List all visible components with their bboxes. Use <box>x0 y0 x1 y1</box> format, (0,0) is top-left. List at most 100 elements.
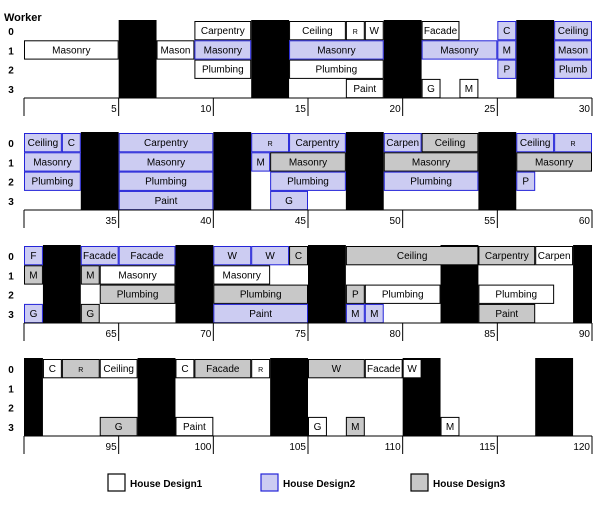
worker-label: 2 <box>8 66 14 77</box>
task-bar <box>289 133 346 153</box>
task-label: Mason <box>558 45 588 56</box>
task-label: Carpen <box>386 138 419 149</box>
task-bar <box>497 40 517 60</box>
chart-title: Worker <box>4 12 42 24</box>
task-label: C <box>181 364 188 375</box>
legend: House Design1 House Design2 House Design3 <box>107 473 506 492</box>
weekend-bar <box>80 132 119 210</box>
task-bar <box>80 246 119 266</box>
task-bar <box>61 133 81 153</box>
task-label: Plumbing <box>287 177 329 188</box>
task-label: C <box>68 138 75 149</box>
legend-item: House Design1 <box>107 473 203 492</box>
task-label: R <box>268 141 273 148</box>
task-bar <box>421 21 460 41</box>
axis-tick-label: 20 <box>390 104 402 115</box>
task-label: C <box>49 364 56 375</box>
task-bar <box>478 246 536 266</box>
legend-label: House Design2 <box>283 479 356 490</box>
worker-label: 3 <box>8 85 14 96</box>
task-label: Masonry <box>204 45 242 56</box>
task-label: Masonry <box>33 157 71 168</box>
task-bar <box>289 246 309 266</box>
task-label: P <box>503 65 510 76</box>
task-bar <box>24 265 43 285</box>
axis-tick-label: 55 <box>484 216 496 227</box>
task-label: Masonry <box>440 45 478 56</box>
task-label: M <box>351 422 359 433</box>
task-label: Masonry <box>147 157 185 168</box>
task-label: Carpentry <box>201 26 245 37</box>
task-bar <box>402 359 422 379</box>
axis-tick-label: 75 <box>295 329 307 340</box>
axis-tick-label: 95 <box>106 442 118 453</box>
axis-tick-label: 45 <box>295 216 307 227</box>
task-label: Paint <box>155 196 178 207</box>
task-bar <box>99 284 176 304</box>
task-bar <box>194 59 252 79</box>
task-label: Plumb <box>559 65 588 76</box>
task-label: M <box>370 309 378 320</box>
task-label: M <box>29 270 37 281</box>
axis-tick-label: 15 <box>295 104 307 115</box>
task-bar <box>213 265 271 285</box>
weekend-bar <box>270 358 308 436</box>
worker-label: 1 <box>8 384 14 395</box>
task-label: Masonry <box>535 157 573 168</box>
task-bar <box>99 265 176 285</box>
axis-tick-label: 10 <box>200 104 212 115</box>
task-bar <box>364 21 384 41</box>
task-bar <box>554 133 593 153</box>
task-bar <box>421 133 479 153</box>
task-bar <box>308 359 365 379</box>
task-label: Plumbing <box>316 65 358 76</box>
task-label: G <box>86 309 94 320</box>
axis-tick-label: 85 <box>484 329 496 340</box>
task-label: Facade <box>83 251 117 262</box>
legend-swatch <box>410 473 429 492</box>
task-bar <box>270 152 346 172</box>
worker-label: 1 <box>8 271 14 282</box>
task-bar <box>24 246 43 266</box>
axis-tick-label: 115 <box>479 442 495 453</box>
worker-label: 3 <box>8 423 14 434</box>
legend-label: House Design3 <box>433 479 506 490</box>
task-label: Ceiling <box>558 26 589 37</box>
axis-tick-label: 90 <box>579 329 591 340</box>
weekend-bar <box>383 20 422 98</box>
task-label: M <box>465 84 473 95</box>
task-label: W <box>332 364 342 375</box>
task-label: R <box>258 367 263 374</box>
task-label: Paint <box>249 309 272 320</box>
task-label: Facade <box>424 26 458 37</box>
task-label: Facade <box>206 364 240 375</box>
task-label: Masonry <box>289 157 327 168</box>
task-bar <box>535 246 574 266</box>
weekend-bar <box>516 20 555 98</box>
worker-label: 0 <box>8 139 14 150</box>
weekend-bar <box>535 358 574 436</box>
worker-label: 2 <box>8 178 14 189</box>
task-bar <box>194 359 252 379</box>
task-label: G <box>314 422 322 433</box>
axis-tick-label: 120 <box>573 442 590 453</box>
task-label: R <box>571 141 576 148</box>
weekend-bar <box>24 358 43 436</box>
task-label: M <box>351 309 359 320</box>
task-bar <box>118 152 214 172</box>
task-label: Paint <box>353 84 376 95</box>
task-label: Ceiling <box>28 138 59 149</box>
task-label: M <box>503 45 511 56</box>
task-label: P <box>522 177 529 188</box>
task-label: Plumbing <box>202 65 244 76</box>
weekend-bar <box>573 245 592 323</box>
task-label: Facade <box>367 364 401 375</box>
task-bar <box>364 284 441 304</box>
task-bar <box>42 359 62 379</box>
task-label: Masonry <box>52 45 90 56</box>
task-label: Plumbing <box>240 290 282 301</box>
task-label: G <box>30 309 38 320</box>
worker-label: 1 <box>8 46 14 57</box>
